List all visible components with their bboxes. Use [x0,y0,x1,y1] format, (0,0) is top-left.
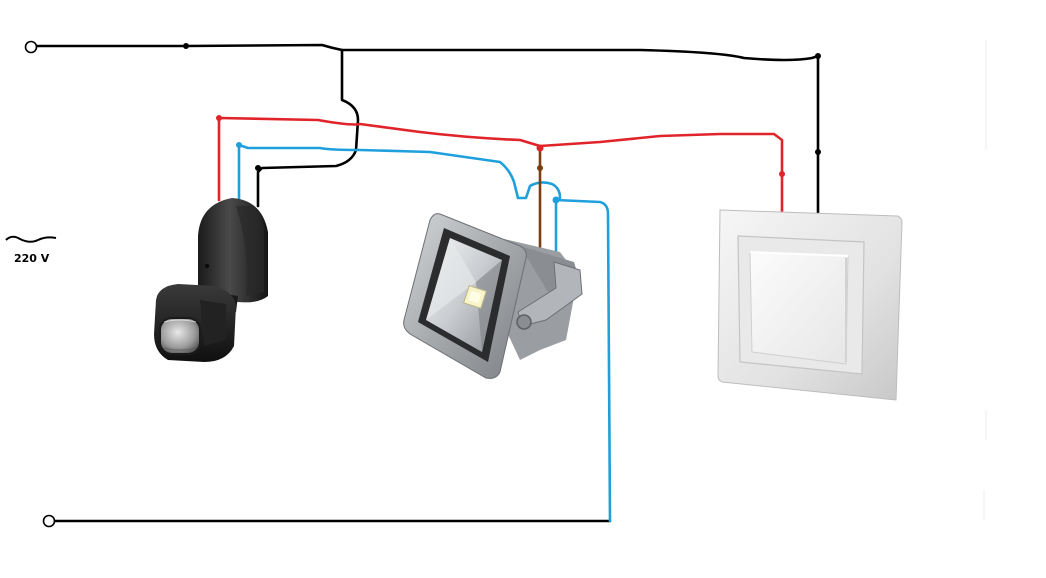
motion-sensor [154,198,268,362]
wall-switch [717,209,903,401]
led-floodlight [403,213,583,379]
supply-label: 220 V [5,235,57,265]
ac-symbol [5,235,57,243]
phase-wire [34,43,820,216]
top-terminal [24,40,38,54]
switched-wire [217,116,784,216]
scan-artifacts [983,40,987,520]
junction-dots [183,43,821,204]
bottom-terminal [42,514,56,528]
voltage-label: 220 V [14,252,50,265]
